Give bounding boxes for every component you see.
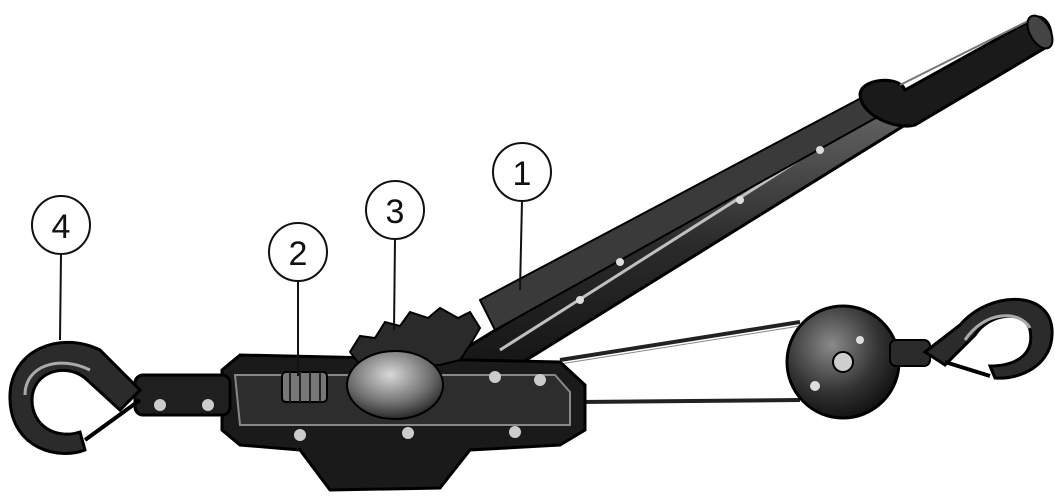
callout-2-label: 2 <box>289 235 308 273</box>
callout-4-label: 4 <box>52 208 71 246</box>
callout-3-label: 3 <box>386 193 405 231</box>
ratchet-gear <box>346 306 482 420</box>
left-hook <box>8 340 143 455</box>
pulley-hook <box>922 297 1054 380</box>
callout-3: 3 <box>365 180 425 331</box>
callout-1: 1 <box>492 142 552 291</box>
swivel-link <box>133 373 232 417</box>
cable-spool <box>281 371 328 403</box>
callout-2: 2 <box>268 222 328 376</box>
pulley-block <box>785 304 931 420</box>
callout-1-label: 1 <box>513 155 532 193</box>
cable-lines <box>559 320 801 404</box>
callout-4: 4 <box>31 195 91 341</box>
handle-grip <box>858 14 1054 128</box>
handle-lever <box>427 86 908 397</box>
